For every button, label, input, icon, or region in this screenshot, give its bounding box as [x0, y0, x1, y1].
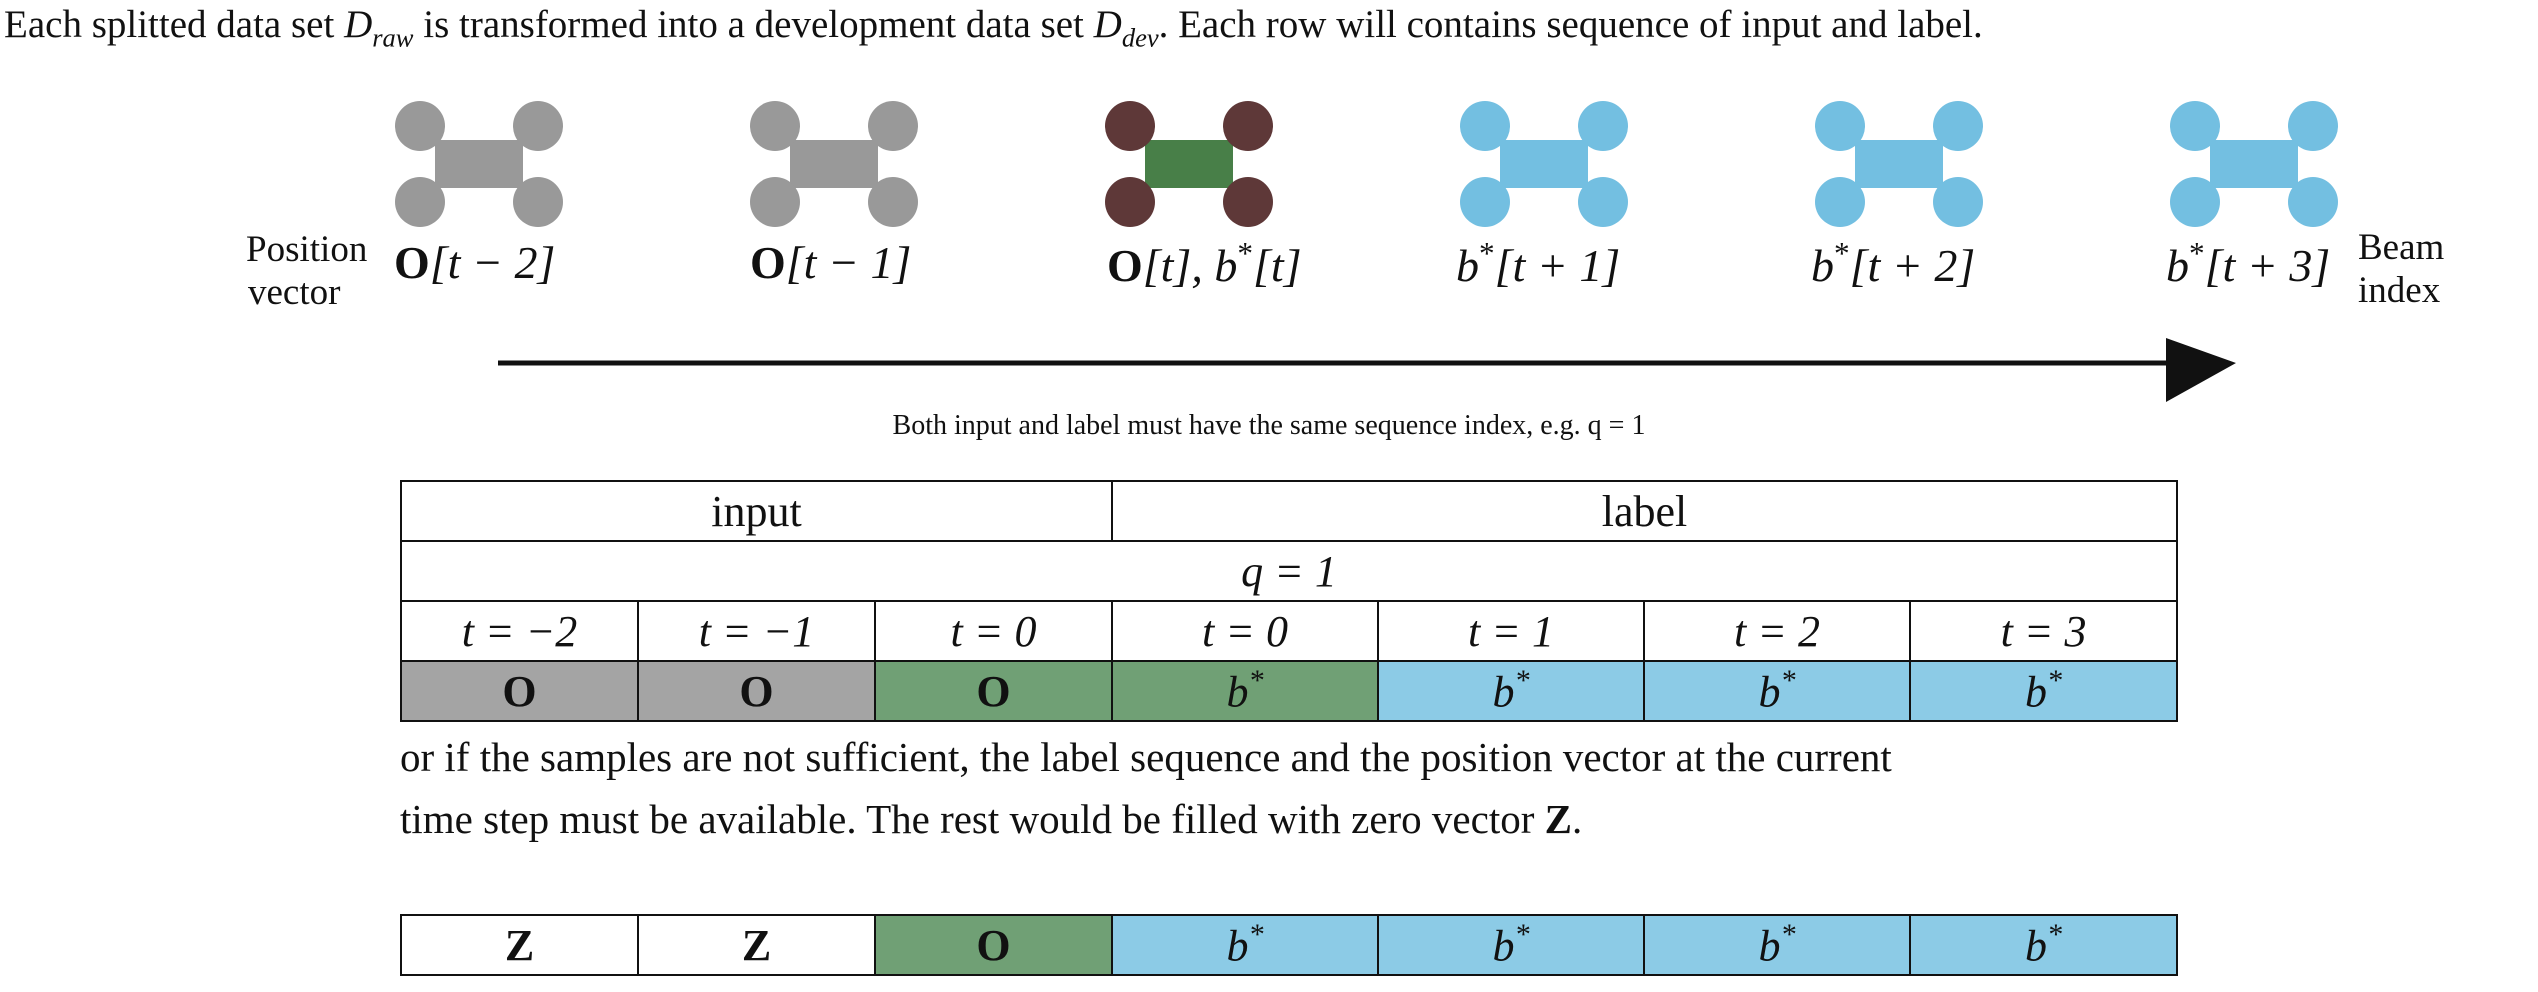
sequence-cell: O	[400, 660, 639, 722]
d-dev-symbol: D	[1093, 3, 1122, 46]
sequence-cell: Z	[400, 914, 639, 976]
q-header: q = 1	[399, 540, 2179, 602]
intro-part-3: . Each row will contains sequence of inp…	[1158, 3, 1983, 46]
beam-node-t-plus-2	[1815, 101, 1983, 227]
sequence-cell: Z	[637, 914, 876, 976]
node-label-2: O[t], b*[t]	[1107, 236, 1302, 292]
t-cell: t = 0	[873, 600, 1114, 662]
sequence-cell: b*	[1643, 914, 1911, 976]
t-cell: t = 2	[1643, 600, 1912, 662]
label-header: label	[1111, 480, 2179, 542]
node-label-1: O[t − 1]	[750, 237, 912, 288]
sequence-table-zero-filled: Z Z O b* b* b* b*	[400, 914, 2178, 976]
position-node-t-minus-1	[750, 101, 918, 227]
t-cell: t = −1	[637, 600, 876, 662]
t-cell: t = 0	[1111, 600, 1380, 662]
explanation-line-2: time step must be available. The rest wo…	[400, 796, 1583, 842]
t-cell: t = 3	[1909, 600, 2179, 662]
node-label-4: b*[t + 2]	[1811, 236, 1976, 292]
sequence-note: Both input and label must have the same …	[892, 410, 1646, 441]
intro-part-1: Each splitted data set	[4, 3, 345, 46]
sequence-table-full: input label q = 1 t = −2 t = −1 t = 0 t …	[399, 480, 2179, 722]
sequence-cell: O	[637, 660, 876, 722]
node-label-0: O[t − 2]	[394, 237, 556, 288]
time-arrow	[498, 338, 2236, 402]
dev-subscript: dev	[1121, 22, 1159, 53]
sequence-cell: b*	[1377, 914, 1645, 976]
sequence-cell: b*	[1909, 914, 2178, 976]
input-header: input	[399, 480, 1114, 542]
d-raw-symbol: D	[344, 3, 373, 46]
sequence-cell: O	[873, 660, 1114, 722]
explanation-line-1: or if the samples are not sufficient, th…	[400, 734, 1892, 780]
current-node-t	[1105, 101, 1273, 227]
position-node-t-minus-2	[395, 101, 563, 227]
raw-subscript: raw	[372, 22, 414, 53]
sequence-cell: b*	[1643, 660, 1912, 722]
beam-node-t-plus-1	[1460, 101, 1628, 227]
t-cell: t = 1	[1377, 600, 1646, 662]
beam-node-t-plus-3	[2170, 101, 2338, 227]
fallback-explanation: or if the samples are not sufficient, th…	[400, 726, 2210, 850]
sequence-cell: b*	[1111, 660, 1380, 722]
t-cell: t = −2	[400, 600, 639, 662]
arrow-head-icon	[2166, 338, 2236, 402]
sequence-cell: b*	[1111, 914, 1379, 976]
sequence-cell: b*	[1377, 660, 1646, 722]
intro-part-2: is transformed into a development data s…	[413, 3, 1094, 46]
sequence-cell: b*	[1909, 660, 2179, 722]
node-label-5: b*[t + 3]	[2166, 236, 2331, 292]
node-label-3: b*[t + 1]	[1456, 236, 1621, 292]
intro-text: Each splitted data set Draw is transform…	[4, 2, 1983, 53]
sequence-cell: O	[874, 914, 1113, 976]
